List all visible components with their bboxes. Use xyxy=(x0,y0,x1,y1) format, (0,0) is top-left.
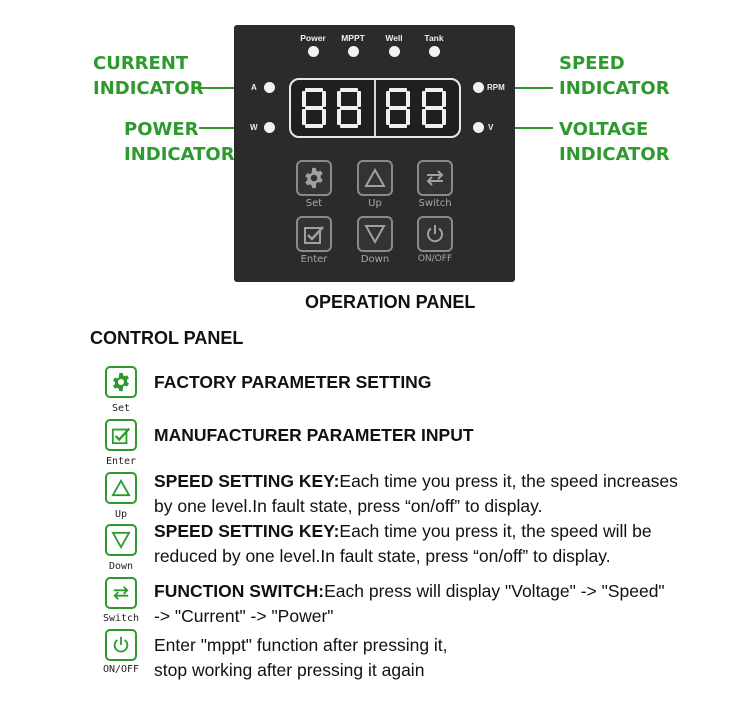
power-indicator-callout: POWER INDICATOR xyxy=(124,117,235,167)
up-button-label: Up xyxy=(368,198,382,209)
desc-text-line2: by one level.In fault state, press “on/o… xyxy=(154,496,543,516)
desc-text: Enter "mppt" function after pressing it, xyxy=(154,635,448,655)
callout-line2: INDICATOR xyxy=(559,144,670,165)
down-key xyxy=(105,524,137,556)
digit-8-icon xyxy=(422,88,446,128)
callout-connector xyxy=(510,87,553,89)
set-button-label: Set xyxy=(305,198,323,209)
up-key-description: SPEED SETTING KEY:Each time you press it… xyxy=(154,469,678,519)
desc-text-line2: reduced by one level.In fault state, pre… xyxy=(154,546,611,566)
onoff-key xyxy=(105,629,137,661)
digit-8-icon xyxy=(302,88,326,128)
switch-arrows-icon xyxy=(113,586,129,600)
desc-text: Each press will display "Voltage" -> "Sp… xyxy=(324,581,665,601)
speed-indicator-callout: SPEED INDICATOR xyxy=(559,51,670,101)
callout-connector xyxy=(199,87,242,89)
voltage-led xyxy=(473,122,484,133)
gear-icon xyxy=(305,167,323,189)
desc-title: MANUFACTURER PARAMETER INPUT xyxy=(154,425,474,445)
power-icon xyxy=(113,636,129,653)
up-key xyxy=(105,472,137,504)
power-led xyxy=(308,46,319,57)
onoff-button-label: ON/OFF xyxy=(417,254,453,264)
current-led xyxy=(264,82,275,93)
speed-unit-label: RPM xyxy=(487,83,505,92)
callout-line1: CURRENT xyxy=(93,53,189,74)
desc-text-line2: -> "Current" -> "Power" xyxy=(154,606,334,626)
operation-panel-caption: OPERATION PANEL xyxy=(305,292,476,312)
onoff-key-label: ON/OFF xyxy=(102,664,140,675)
well-led xyxy=(389,46,400,57)
current-indicator-callout: CURRENT INDICATOR xyxy=(93,51,204,101)
triangle-up-icon xyxy=(111,479,131,497)
onoff-key-description: Enter "mppt" function after pressing it,… xyxy=(154,633,448,683)
display-divider xyxy=(374,80,376,136)
callout-connector xyxy=(199,127,242,129)
triangle-up-icon xyxy=(364,168,386,187)
mppt-label: MPPT xyxy=(341,33,365,43)
switch-button[interactable] xyxy=(417,160,453,196)
set-key-label: Set xyxy=(111,403,131,414)
up-key-label: Up xyxy=(114,509,128,520)
enter-button-label: Enter xyxy=(300,254,328,265)
power-unit-label: W xyxy=(250,123,258,132)
onoff-button[interactable] xyxy=(417,216,453,252)
digit-8-icon xyxy=(337,88,361,128)
power-icon xyxy=(427,225,443,243)
enter-key xyxy=(105,419,137,451)
power-label: Power xyxy=(300,33,326,43)
control-panel-heading: CONTROL PANEL xyxy=(90,328,244,348)
voltage-unit-label: V xyxy=(488,123,494,132)
switch-button-label: Switch xyxy=(418,198,452,209)
callout-line2: INDICATOR xyxy=(93,78,204,99)
down-button-label: Down xyxy=(360,254,390,265)
tank-label: Tank xyxy=(424,33,444,43)
switch-arrows-icon xyxy=(426,170,444,186)
desc-title: FACTORY PARAMETER SETTING xyxy=(154,372,432,392)
enter-key-description: MANUFACTURER PARAMETER INPUT xyxy=(154,423,474,448)
switch-key-label: Switch xyxy=(102,613,140,624)
set-key xyxy=(105,366,137,398)
triangle-down-icon xyxy=(111,531,131,549)
desc-title: FUNCTION SWITCH: xyxy=(154,581,325,601)
gear-icon xyxy=(113,372,129,392)
desc-text: Each time you press it, the speed will b… xyxy=(339,521,652,541)
switch-key-description: FUNCTION SWITCH:Each press will display … xyxy=(154,579,665,629)
well-label: Well xyxy=(385,33,403,43)
set-button[interactable] xyxy=(296,160,332,196)
tank-led xyxy=(429,46,440,57)
down-key-label: Down xyxy=(108,561,134,572)
speed-led xyxy=(473,82,484,93)
triangle-down-icon xyxy=(364,225,386,244)
set-key-description: FACTORY PARAMETER SETTING xyxy=(154,370,431,395)
callout-line1: POWER xyxy=(124,119,199,140)
down-button[interactable] xyxy=(357,216,393,252)
digit-8-icon xyxy=(386,88,410,128)
callout-line2: INDICATOR xyxy=(124,144,235,165)
power-led-w xyxy=(264,122,275,133)
callout-connector xyxy=(510,127,553,129)
callout-line1: VOLTAGE xyxy=(559,119,649,140)
switch-key xyxy=(105,577,137,609)
digits xyxy=(289,78,461,138)
check-box-icon xyxy=(304,226,324,244)
voltage-indicator-callout: VOLTAGE INDICATOR xyxy=(559,117,670,167)
down-key-description: SPEED SETTING KEY:Each time you press it… xyxy=(154,519,652,569)
desc-text: Each time you press it, the speed increa… xyxy=(339,471,678,491)
mppt-led xyxy=(348,46,359,57)
enter-key-label: Enter xyxy=(105,456,137,467)
callout-line2: INDICATOR xyxy=(559,78,670,99)
desc-title: SPEED SETTING KEY: xyxy=(154,471,340,491)
desc-text-line2: stop working after pressing it again xyxy=(154,660,425,680)
callout-line1: SPEED xyxy=(559,53,625,74)
enter-button[interactable] xyxy=(296,216,332,252)
current-unit-label: A xyxy=(251,83,257,92)
check-box-icon xyxy=(111,427,131,445)
desc-title: SPEED SETTING KEY: xyxy=(154,521,340,541)
up-button[interactable] xyxy=(357,160,393,196)
